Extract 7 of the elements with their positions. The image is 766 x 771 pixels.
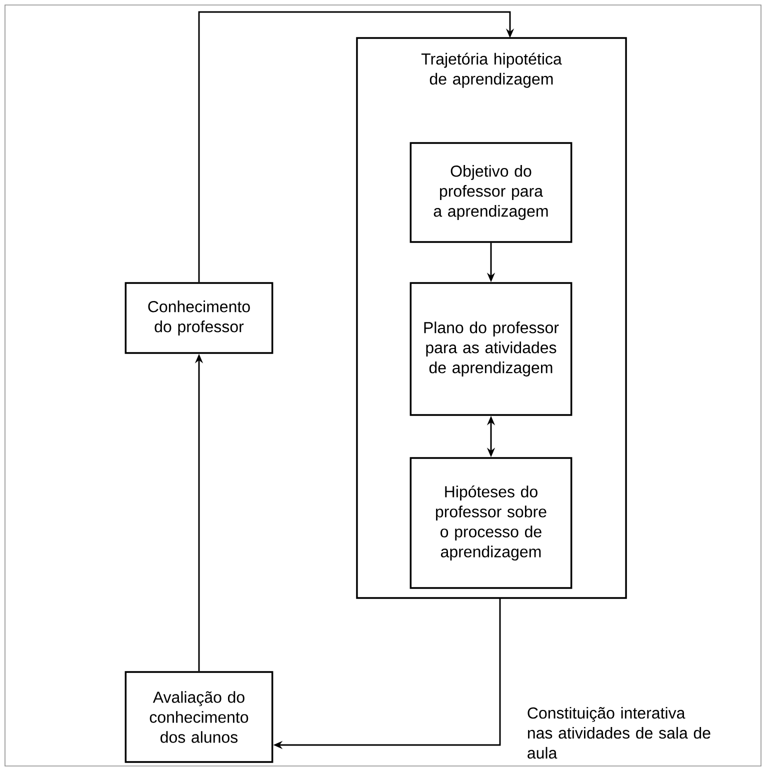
process-box: Conhecimento do professor	[124, 282, 274, 354]
process-box: Plano do professor para as atividades de aprendizagem	[410, 282, 572, 416]
process-box: Hipóteses do professor sobre o processo de aprendizagem	[410, 457, 572, 589]
process-box: Avaliação do conhecimento dos alunos	[124, 671, 274, 763]
process-box: Objetivo do professor para a aprendizagem	[410, 142, 572, 243]
arrow	[198, 11, 514, 282]
edge-label: Constituição interativa nas atividades de sala de aula	[524, 704, 716, 762]
